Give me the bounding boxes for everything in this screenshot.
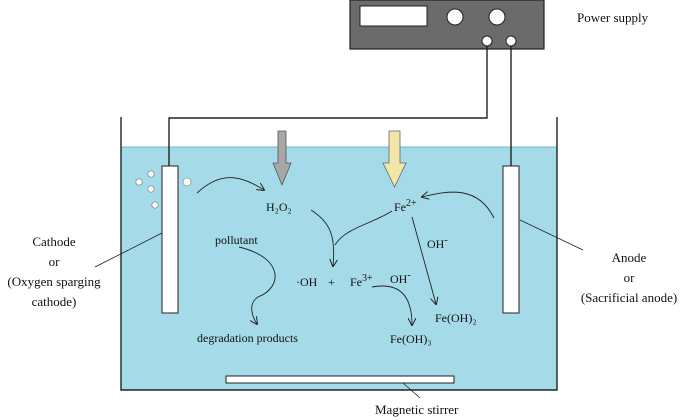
label-cathode: Cathode xyxy=(32,234,76,249)
arrow-fe3-to-feoh3 xyxy=(371,285,412,325)
stirrer-leader-line xyxy=(402,382,421,399)
arrow-pollutant-to-products xyxy=(238,246,276,324)
label-h2o2: H₂O₂ xyxy=(266,200,292,214)
label-oh-minus-1: OH- xyxy=(427,235,448,251)
label-feoh2: Fe(OH)₂ xyxy=(435,311,477,325)
label-anode-sacrificial: (Sacrificial anode) xyxy=(581,290,677,305)
label-degradation-products: degradation products xyxy=(197,331,298,345)
power-knob-1 xyxy=(446,8,464,26)
anode-leader-line xyxy=(519,219,584,251)
anode-electrode xyxy=(502,165,520,314)
power-terminal-positive xyxy=(505,35,517,47)
power-supply-display xyxy=(359,5,428,27)
label-power-supply: Power supply xyxy=(577,10,649,25)
label-oh-radical: ·OH xyxy=(296,275,318,289)
oxygen-bubble xyxy=(147,170,155,178)
arrow-cathode-to-h2o2 xyxy=(196,177,264,194)
water-body xyxy=(121,147,557,390)
oxygen-bubble xyxy=(135,178,143,186)
arrow-fe2-to-feoh2 xyxy=(411,216,436,304)
label-cathode-oxygen-sparging: (Oxygen sparging xyxy=(7,274,101,289)
iron-input-arrow xyxy=(382,130,407,188)
label-cathode-or: or xyxy=(49,254,61,269)
cathode-electrode xyxy=(161,165,179,314)
label-anode-or: or xyxy=(624,270,636,285)
arrow-fe2-to-oh xyxy=(334,210,393,246)
label-pollutant: pollutant xyxy=(215,233,258,247)
label-oh-minus-2: OH- xyxy=(390,270,411,286)
arrow-h2o2-to-oh xyxy=(310,209,334,266)
oxygen-bubble xyxy=(182,177,192,187)
cathode-wire xyxy=(168,46,488,166)
cathode-leader-line xyxy=(94,232,163,268)
label-fe2: Fe2+ xyxy=(394,198,417,214)
label-feoh3: Fe(OH)₃ xyxy=(390,332,432,346)
label-anode: Anode xyxy=(612,250,647,265)
arrow-anode-to-fe2 xyxy=(422,192,495,219)
gray-input-arrow xyxy=(272,130,292,187)
label-magnetic-stirrer: Magnetic stirrer xyxy=(375,402,459,417)
label-cathode-close: cathode) xyxy=(32,294,77,309)
power-knob-2 xyxy=(488,8,506,26)
magnetic-stirrer-bar xyxy=(225,375,455,384)
label-fe3: Fe3+ xyxy=(350,273,373,289)
label-plus: + xyxy=(328,275,335,289)
power-terminal-negative xyxy=(481,35,493,47)
oxygen-bubble xyxy=(151,201,159,209)
oxygen-bubble xyxy=(147,185,155,193)
